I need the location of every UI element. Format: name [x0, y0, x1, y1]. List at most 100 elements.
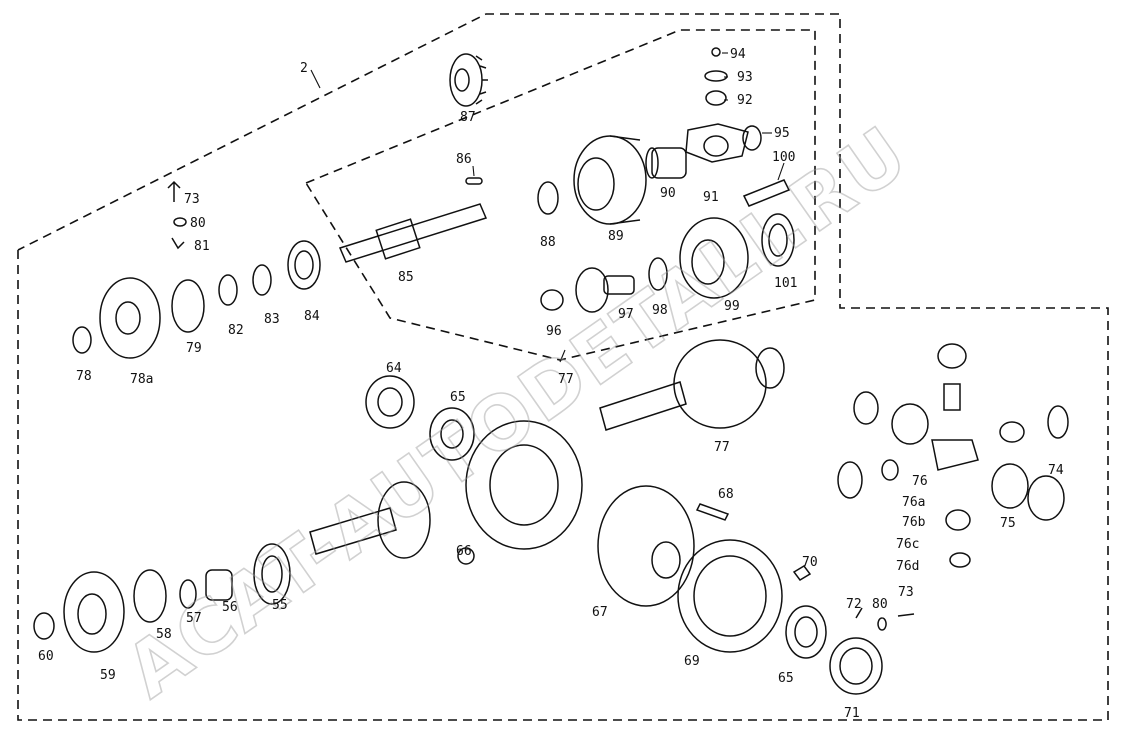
part-76-cross-assembly — [837, 343, 1069, 568]
label-98: 98 — [652, 303, 668, 318]
part-83-ring — [252, 264, 272, 296]
part-77-drive-head — [599, 339, 785, 431]
label-2: 2 — [300, 61, 308, 76]
part-70-clip — [792, 565, 812, 581]
part-101-bearing — [761, 213, 795, 267]
label-76c: 76c — [896, 537, 919, 552]
label-81: 81 — [194, 239, 210, 254]
part-ring-gear — [465, 420, 583, 550]
part-64-bearing — [365, 375, 415, 429]
label-76: 76 — [912, 474, 928, 489]
label-86: 86 — [456, 152, 472, 167]
label-73-top: 73 — [184, 192, 200, 207]
label-97: 97 — [618, 307, 634, 322]
label-80-bottom: 80 — [872, 597, 888, 612]
label-78: 78 — [76, 369, 92, 384]
label-85: 85 — [398, 270, 414, 285]
label-64: 64 — [386, 361, 402, 376]
label-82: 82 — [228, 323, 244, 338]
part-85-shaft — [338, 203, 488, 263]
part-86-pin — [465, 177, 483, 185]
part-99-gear-housing — [679, 217, 749, 299]
part-87-gear — [449, 53, 488, 107]
part-97-pinion — [575, 267, 635, 313]
part-79-ring — [171, 279, 205, 333]
label-65-upper: 65 — [450, 390, 466, 405]
label-59: 59 — [100, 668, 116, 683]
label-83: 83 — [264, 312, 280, 327]
part-92-94-small — [704, 47, 728, 106]
label-71: 71 — [844, 706, 860, 721]
label-73-bottom: 73 — [898, 585, 914, 600]
label-70: 70 — [802, 555, 818, 570]
label-77-upper: 77 — [558, 372, 574, 387]
label-89: 89 — [608, 229, 624, 244]
part-66-small — [457, 547, 475, 565]
part-55-bearing — [253, 543, 291, 605]
label-100: 100 — [772, 150, 795, 165]
label-99: 99 — [724, 299, 740, 314]
label-55: 55 — [272, 598, 288, 613]
part-59-gear — [63, 571, 125, 653]
label-74: 74 — [1048, 463, 1064, 478]
part-pinion-shaft — [309, 481, 431, 559]
label-78a: 78a — [130, 372, 153, 387]
leader-lines — [310, 52, 785, 363]
label-57: 57 — [186, 611, 202, 626]
part-75-cap — [991, 463, 1029, 509]
part-labels: 2 87 94 93 92 95 100 86 90 91 73 80 81 8… — [38, 47, 1064, 721]
part-67-diff-case — [597, 485, 695, 607]
part-drawings — [33, 47, 1069, 695]
label-77-lower: 77 — [714, 440, 730, 455]
label-72: 72 — [846, 597, 862, 612]
part-73-80-81-small — [167, 180, 187, 250]
part-82-ring — [218, 274, 238, 306]
label-69: 69 — [684, 654, 700, 669]
group-outline-dashed — [17, 13, 1109, 721]
part-60-nut — [33, 612, 55, 640]
part-56-sleeve — [205, 569, 233, 601]
label-84: 84 — [304, 309, 320, 324]
label-87: 87 — [460, 110, 476, 125]
part-96-ring — [540, 289, 564, 311]
part-65-bearing-upper — [429, 407, 475, 461]
label-67: 67 — [592, 605, 608, 620]
label-66: 66 — [456, 544, 472, 559]
label-75: 75 — [1000, 516, 1016, 531]
label-90: 90 — [660, 186, 676, 201]
label-94: 94 — [730, 47, 746, 62]
label-95: 95 — [774, 126, 790, 141]
part-69-ring — [677, 539, 783, 653]
part-71-nut — [829, 637, 883, 695]
label-79: 79 — [186, 341, 202, 356]
part-72-80-73-small — [855, 607, 915, 631]
part-68-bolt — [695, 503, 730, 521]
label-76d: 76d — [896, 559, 919, 574]
part-98-ring — [648, 257, 668, 291]
watermark-text: ACAT-AUTODETALI.RU — [111, 110, 924, 715]
label-76a: 76a — [902, 495, 925, 510]
label-91: 91 — [703, 190, 719, 205]
part-78-nut — [72, 326, 92, 354]
part-90-sleeve — [645, 147, 687, 179]
label-101: 101 — [774, 276, 797, 291]
label-65-lower: 65 — [778, 671, 794, 686]
label-93: 93 — [737, 70, 753, 85]
label-92: 92 — [737, 93, 753, 108]
label-76b: 76b — [902, 515, 926, 530]
part-65-bearing-lower — [785, 605, 827, 659]
label-80-top: 80 — [190, 216, 206, 231]
part-57-ring — [179, 579, 197, 609]
label-58: 58 — [156, 627, 172, 642]
part-89-housing — [573, 135, 647, 225]
label-60: 60 — [38, 649, 54, 664]
part-58-ring — [133, 569, 167, 623]
label-88: 88 — [540, 235, 556, 250]
part-84-bearing — [287, 240, 321, 290]
part-100-bolt — [742, 179, 791, 207]
label-56: 56 — [222, 600, 238, 615]
part-91-spider — [685, 123, 762, 163]
part-74-ring — [1027, 475, 1065, 521]
label-68: 68 — [718, 487, 734, 502]
